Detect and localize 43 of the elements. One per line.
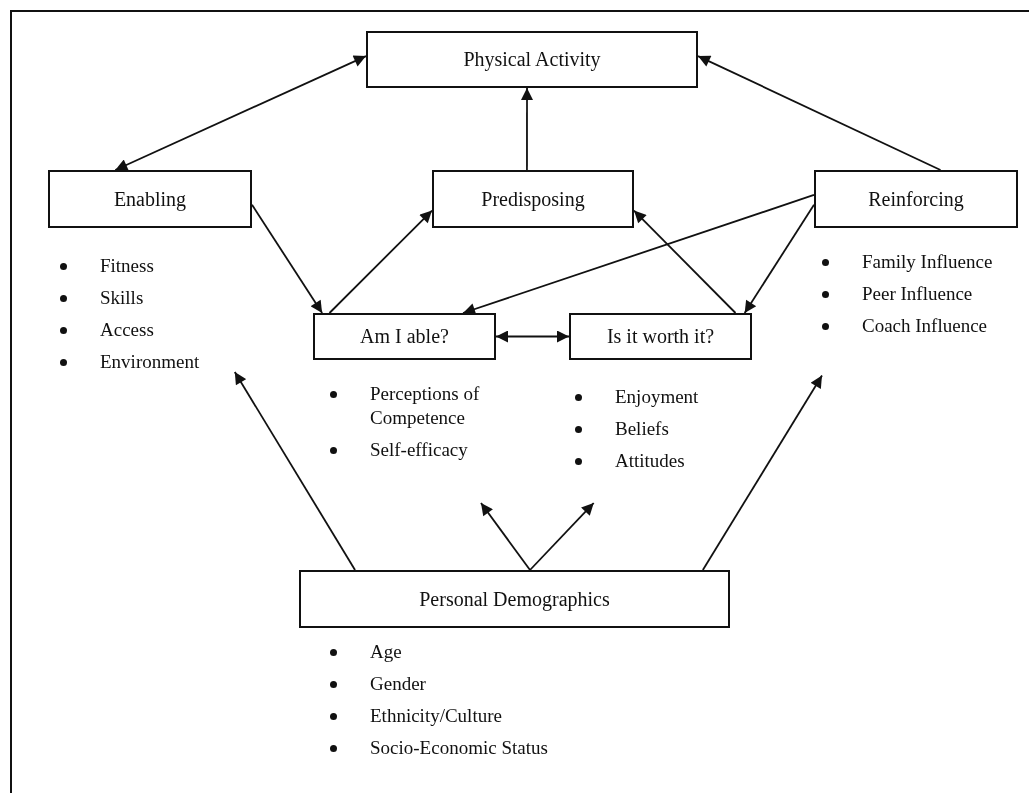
process-box xyxy=(569,313,752,360)
list-item: Perceptions of Competence xyxy=(370,382,481,430)
list-item: Self-efficacy xyxy=(370,438,468,462)
list-item: Gender xyxy=(370,672,426,696)
list-item: Coach Influence xyxy=(862,314,988,338)
arrow xyxy=(633,209,737,314)
list-item: Age xyxy=(370,640,402,664)
process-box xyxy=(814,170,1018,228)
arrow xyxy=(743,203,815,314)
box-label: Predisposing xyxy=(481,187,585,211)
box-label: Physical Activity xyxy=(463,48,601,71)
arrow xyxy=(462,194,815,315)
list-item: Fitness xyxy=(100,254,154,278)
list-item: Ethnicity/Culture xyxy=(370,704,502,728)
list-item: Attitudes xyxy=(615,449,685,473)
list-item: Environment xyxy=(100,350,200,374)
box-label: Personal Demographics xyxy=(419,587,610,611)
arrow xyxy=(521,87,533,171)
arrow xyxy=(529,502,595,571)
list-item: Skills xyxy=(100,286,144,310)
box-label: Am I able? xyxy=(360,325,449,348)
box-label: Reinforcing xyxy=(868,187,964,211)
arrow xyxy=(233,371,356,571)
box-label: Enabling xyxy=(113,187,187,211)
process-box xyxy=(432,170,634,228)
process-box xyxy=(313,313,496,360)
arrow xyxy=(697,55,942,171)
list-item: Access xyxy=(100,318,154,342)
arrow xyxy=(480,502,531,571)
list-item: Peer Influence xyxy=(862,282,973,306)
list-item: Family Influence xyxy=(862,250,993,274)
box-label: Is it worth it? xyxy=(606,325,715,348)
process-box xyxy=(299,570,730,628)
arrow xyxy=(251,203,324,314)
process-box xyxy=(48,170,252,228)
arrow xyxy=(328,209,433,314)
arrow xyxy=(495,330,570,343)
arrow xyxy=(701,374,823,571)
process-box xyxy=(366,31,698,88)
arrow xyxy=(114,55,367,171)
list-item: Beliefs xyxy=(615,417,669,441)
list-item: Enjoyment xyxy=(615,385,699,409)
list-item: Socio-Economic Status xyxy=(370,736,548,760)
